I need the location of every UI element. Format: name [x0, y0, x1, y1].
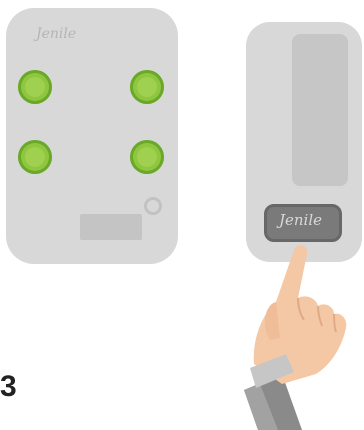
led-bottom-right-icon: [130, 140, 164, 174]
step-number: 3: [0, 372, 17, 402]
base-logo: Jenile: [36, 26, 76, 42]
remote-button[interactable]: Jenile: [264, 204, 342, 242]
led-top-right-icon: [130, 70, 164, 104]
led-top-left-icon: [18, 70, 52, 104]
led-bottom-left-icon: [18, 140, 52, 174]
base-label-slot: [80, 214, 142, 240]
base-station: Jenile: [6, 8, 178, 264]
remote-button-logo: Jenile: [279, 211, 322, 229]
base-indicator-icon: [144, 197, 162, 215]
remote-device: Jenile: [246, 22, 362, 262]
pointing-hand-icon: [236, 244, 360, 430]
remote-panel: [292, 34, 348, 186]
